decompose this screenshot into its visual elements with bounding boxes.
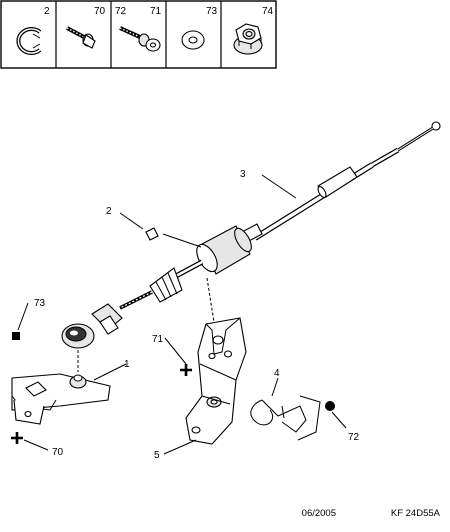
gear-cable	[61, 121, 441, 349]
cross-marker-icon	[180, 364, 192, 376]
callout-4: 4	[274, 368, 280, 379]
circlip-icon	[16, 27, 42, 55]
legend-ref-72: 72	[115, 6, 127, 17]
callout-2: 2	[106, 206, 112, 217]
washer-icon	[181, 30, 205, 50]
footer-code: KF 24D55A	[391, 508, 441, 519]
flange-nut-icon	[233, 23, 263, 55]
square-marker-icon	[12, 332, 20, 340]
cable-bracket	[185, 317, 247, 445]
legend-ref-2: 2	[44, 6, 50, 17]
footer-date: 06/2005	[302, 508, 336, 519]
cross-marker-icon	[11, 432, 23, 444]
screw-washer-icon	[119, 26, 161, 52]
parts-legend: 2 70 72 71 73	[0, 0, 277, 69]
legend-ref-71: 71	[150, 6, 162, 17]
screw-icon	[66, 26, 96, 49]
spring-clip	[250, 395, 321, 441]
callout-5: 5	[154, 450, 160, 461]
dot-marker-icon	[325, 401, 335, 411]
leader-lines	[17, 174, 347, 455]
legend-ref-70: 70	[94, 6, 106, 17]
callout-70: 70	[52, 447, 64, 458]
footer: 06/2005 KF 24D55A	[302, 508, 441, 519]
callouts: 3 2 73 71 1 4 72 70 5	[34, 169, 360, 461]
legend-ref-74: 74	[262, 6, 274, 17]
ref-symbols	[11, 227, 335, 444]
callout-72: 72	[348, 432, 360, 443]
callout-71: 71	[152, 334, 164, 345]
selector-lever	[11, 373, 111, 425]
circlip-marker-icon	[145, 227, 159, 241]
callout-3: 3	[240, 169, 246, 180]
legend-ref-73: 73	[206, 6, 218, 17]
callout-73: 73	[34, 298, 46, 309]
callout-1: 1	[124, 359, 130, 370]
